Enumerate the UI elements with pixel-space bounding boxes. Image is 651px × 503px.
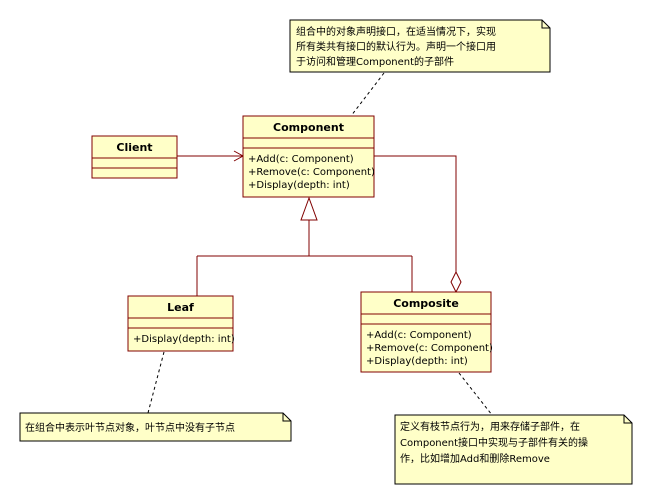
leaf-note: 在组合中表示叶节点对象，叶节点中没有子节点 [19, 412, 292, 442]
class-component-name: Component [273, 121, 344, 134]
composite-note-shape [394, 414, 633, 485]
class-component[interactable]: Component +Add(c: Component) +Remove(c: … [242, 115, 375, 198]
generalization-triangle [300, 196, 318, 221]
leaf-note-shape [19, 412, 292, 442]
class-leaf-frame [127, 295, 234, 352]
aggregation-composite-component [374, 155, 462, 294]
leaf-note-fold [282, 413, 291, 422]
class-composite[interactable]: Composite +Add(c: Component) +Remove(c: … [360, 291, 493, 373]
composite-note-line-3: 作，比如增加Add和删除Remove [400, 452, 550, 465]
composite-note-line-2: Component接口中实现与子部件有关的操 [400, 436, 588, 449]
leaf-note-anchor [147, 351, 165, 414]
leaf-note-line-1: 在组合中表示叶节点对象，叶节点中没有子节点 [25, 421, 235, 434]
class-composite-op-3: +Display(depth: int) [366, 356, 468, 367]
class-composite-op-2: +Remove(c: Component) [366, 343, 493, 354]
class-leaf[interactable]: Leaf +Display(depth: int) [127, 295, 235, 352]
class-client[interactable]: Client [91, 135, 178, 179]
class-composite-op-1: +Add(c: Component) [366, 330, 472, 341]
class-component-op-2: +Remove(c: Component) [248, 167, 375, 178]
class-composite-frame [360, 291, 492, 373]
component-note-line-2: 所有类共有接口的默认行为。声明一个接口用 [296, 40, 496, 53]
class-composite-name: Composite [393, 297, 459, 310]
class-client-frame [91, 135, 178, 179]
composite-note: 定义有枝节点行为，用来存储子部件，在 Component接口中实现与子部件有关的… [394, 414, 633, 485]
component-note-shape [289, 19, 551, 73]
composite-note-fold [623, 415, 632, 424]
component-note: 组合中的对象声明接口，在适当情况下，实现 所有类共有接口的默认行为。声明一个接口… [289, 19, 551, 73]
class-component-frame [242, 115, 375, 198]
class-component-op-3: +Display(depth: int) [248, 180, 350, 191]
association-client-component [177, 150, 245, 162]
composite-note-anchor [458, 372, 493, 416]
component-note-fold [541, 20, 550, 29]
class-leaf-op-1: +Display(depth: int) [133, 334, 235, 345]
aggregation-line [374, 155, 457, 272]
component-note-line-3: 于访问和管理Component的子部件 [296, 55, 454, 68]
composite-note-line-1: 定义有枝节点行为，用来存储子部件，在 [400, 420, 580, 433]
class-leaf-name: Leaf [167, 301, 194, 314]
class-component-op-1: +Add(c: Component) [248, 154, 354, 165]
generalization [196, 196, 413, 296]
component-note-anchor [350, 72, 385, 117]
aggregation-diamond [450, 270, 462, 294]
class-client-name: Client [116, 141, 152, 154]
component-note-line-1: 组合中的对象声明接口，在适当情况下，实现 [296, 25, 496, 38]
